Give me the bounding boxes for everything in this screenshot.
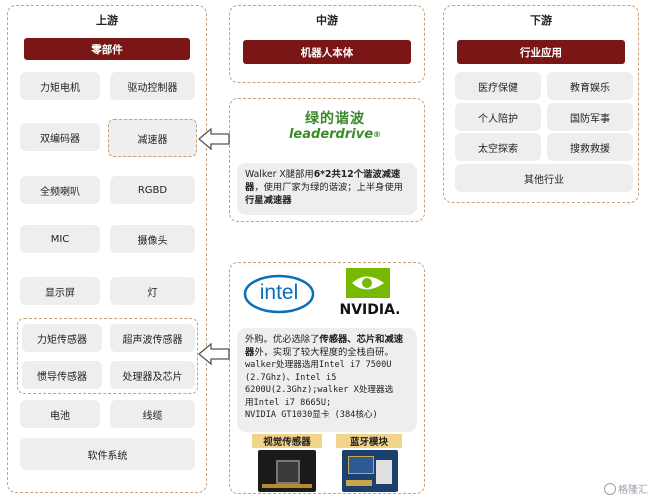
downstream-item: 其他行业 (455, 164, 633, 192)
vision-sensor-board-image (258, 450, 316, 492)
downstream-item: 搜救救援 (547, 133, 633, 161)
leaderdrive-logo-en: leaderdrive (288, 127, 374, 142)
registered-mark: ® (373, 130, 382, 139)
upstream-item: 全频喇叭 (20, 176, 100, 204)
watermark-logo-icon (604, 483, 616, 495)
sensor-chip-group (17, 318, 198, 394)
downstream-item: 太空探索 (455, 133, 541, 161)
upstream-item: 显示屏 (20, 277, 100, 305)
upstream-item: 摄像头 (110, 225, 195, 253)
spec-line: 6200U(2.3Ghz);walker X处理器选 (245, 385, 394, 396)
upstream-item: 力矩电机 (20, 72, 100, 100)
nvidia-logo-text: NVIDIA. (339, 302, 401, 318)
upstream-item-reducer: 减速器 (108, 119, 197, 157)
downstream-title: 下游 (530, 14, 552, 27)
leaderdrive-logo-cn: 绿的谐波 (305, 111, 365, 127)
chip-description: 外购。优必选除了传感器、芯片和减速器外，实现了较大程度的全栈自研。 walker… (237, 328, 417, 432)
upstream-item: 双编码器 (20, 123, 100, 151)
intel-logo-text: intel (259, 281, 299, 304)
upstream-item: RGBD (110, 176, 195, 204)
upstream-item: 超声波传感器 (110, 324, 195, 352)
upstream-item: 电池 (20, 400, 100, 428)
midstream-title: 中游 (316, 14, 338, 27)
intel-logo: intel (242, 272, 316, 316)
intel-swoosh-icon (243, 274, 315, 314)
spec-line: NVIDIA GT1030显卡 (384核心) (245, 410, 378, 421)
upstream-item: 力矩传感器 (22, 324, 102, 352)
nvidia-eye-icon (346, 268, 390, 298)
downstream-header: 行业应用 (457, 40, 625, 64)
upstream-item: 惯导传感器 (22, 361, 102, 389)
watermark: 格隆汇 (604, 481, 648, 496)
upstream-item: MIC (20, 225, 100, 253)
leaderdrive-logo: 绿的谐波 leaderdrive® (280, 108, 390, 150)
midstream-header: 机器人本体 (243, 40, 411, 64)
downstream-item: 医疗保健 (455, 72, 541, 100)
downstream-item: 教育娱乐 (547, 72, 633, 100)
bluetooth-module-board-image (342, 450, 398, 492)
reducer-description: Walker X腿部用6*2共12个谐波减速器，使用厂家为绿的谐波；上半身使用行… (237, 163, 417, 215)
arrow-left-icon (197, 127, 230, 151)
upstream-title: 上游 (96, 14, 118, 27)
nvidia-logo: NVIDIA. (330, 268, 410, 320)
upstream-item: 软件系统 (20, 438, 195, 470)
arrow-left-icon (197, 342, 230, 366)
spec-line: (2.7Ghz)、Intel i5 (245, 372, 337, 383)
downstream-item: 个人陪护 (455, 103, 541, 131)
spec-line: walker处理器选用Intel i7 7500U (245, 360, 392, 371)
spec-line: 用Intel i7 8665U; (245, 397, 332, 408)
upstream-header: 零部件 (24, 38, 190, 60)
upstream-item: 驱动控制器 (110, 72, 195, 100)
vision-sensor-label: 视觉传感器 (252, 434, 322, 448)
upstream-item: 灯 (110, 277, 195, 305)
bluetooth-module-label: 蓝牙模块 (336, 434, 402, 448)
upstream-item: 线缆 (110, 400, 195, 428)
upstream-item: 处理器及芯片 (110, 361, 195, 389)
downstream-item: 国防军事 (547, 103, 633, 131)
